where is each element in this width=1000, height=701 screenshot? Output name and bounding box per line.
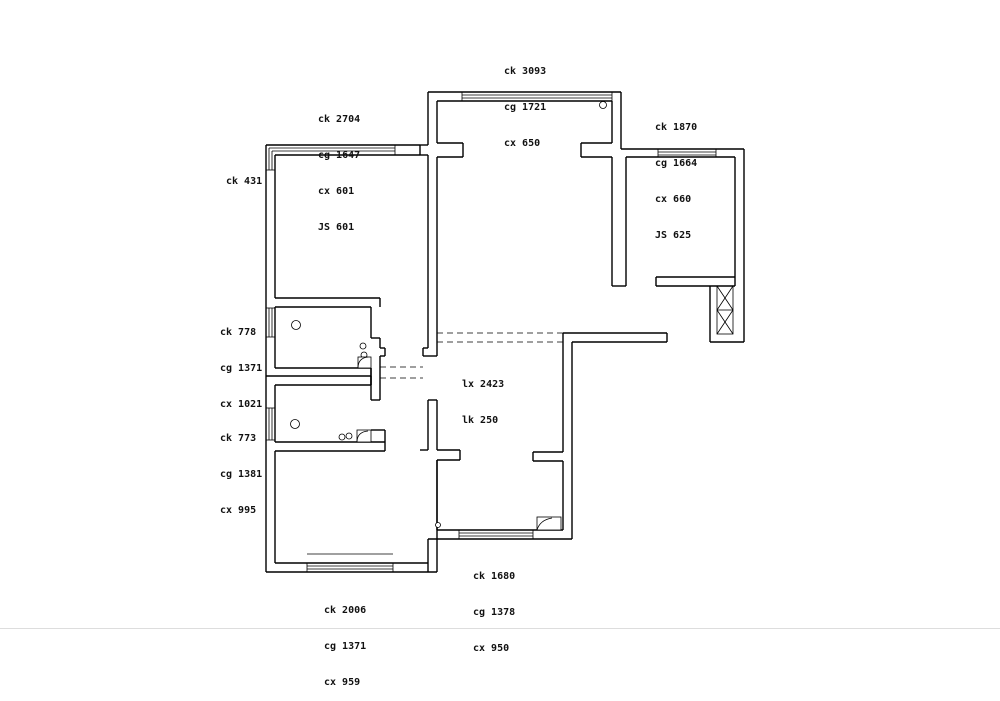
window-left-bath-2: [265, 407, 275, 441]
label-line: cx 1021: [220, 399, 263, 410]
window-bottom-left: [306, 553, 394, 572]
window-spec-left-top: ck 431: [226, 152, 262, 200]
floor-drain-icon: [291, 320, 301, 330]
drain-icon: [599, 101, 607, 109]
label-line: lx 2423: [462, 379, 505, 390]
window-spec-bottom-left: ck 2006 cg 1371 cx 959: [324, 581, 366, 701]
label-line: ck 1870: [655, 122, 698, 133]
label-line: cg 1371: [324, 641, 367, 652]
windows: [265, 91, 734, 572]
label-line: cg 1647: [318, 150, 361, 161]
label-line: cg 1721: [504, 102, 547, 113]
drain-icon: [338, 433, 346, 441]
drain-icon: [345, 432, 353, 440]
toilet-icon: [357, 356, 372, 369]
drain-icon: [435, 522, 441, 528]
label-line: ck 1680: [473, 571, 516, 582]
label-line: cx 950: [473, 643, 510, 654]
window-left-bath-1: [265, 307, 275, 338]
label-line: cx 995: [220, 505, 257, 516]
window-top-left: [265, 144, 396, 171]
window-top-right: [657, 148, 717, 157]
label-line: cg 1381: [220, 469, 263, 480]
window-spec-left-middle-lower: ck 773 cg 1381 cx 995: [220, 409, 262, 529]
door-spec-center: lx 2423 lk 250: [462, 355, 504, 439]
label-line: ck 2704: [318, 114, 361, 125]
label-line: cx 650: [504, 138, 541, 149]
label-line: cx 959: [324, 677, 361, 688]
label-line: JS 601: [318, 222, 355, 233]
window-spec-top-right: ck 1870 cg 1664 cx 660 JS 625: [655, 98, 697, 254]
label-line: JS 625: [655, 230, 692, 241]
floor-plan: [265, 91, 745, 573]
window-top-center: [461, 91, 613, 102]
label-line: cx 660: [655, 194, 692, 205]
window-spec-left-middle-upper: ck 778 cg 1371 cx 1021: [220, 303, 262, 423]
floor-drain-icon: [290, 419, 300, 429]
drain-icon: [359, 342, 367, 350]
window-spec-top-center: ck 3093 cg 1721 cx 650: [504, 42, 546, 162]
toilet-icon: [356, 429, 372, 443]
window-bottom-center: [458, 529, 534, 539]
fixtures: [290, 101, 607, 531]
label-line: ck 773: [220, 433, 257, 444]
window-spec-bottom-center: ck 1680 cg 1378 cx 950: [473, 547, 515, 667]
dashed-openings: [380, 332, 563, 379]
label-line: lk 250: [462, 415, 499, 426]
label-line: cx 601: [318, 186, 355, 197]
page-edge-divider: [0, 628, 1000, 629]
window-right-balcony: [716, 285, 734, 335]
label-line: ck 778: [220, 327, 257, 338]
label-line: cg 1664: [655, 158, 698, 169]
label-line: cg 1371: [220, 363, 263, 374]
window-spec-top-left: ck 2704 cg 1647 cx 601 JS 601: [318, 90, 360, 246]
label-line: ck 3093: [504, 66, 547, 77]
label-line: cg 1378: [473, 607, 516, 618]
label-line: ck 2006: [324, 605, 367, 616]
sink-icon: [536, 516, 562, 531]
label-line: ck 431: [226, 176, 263, 187]
